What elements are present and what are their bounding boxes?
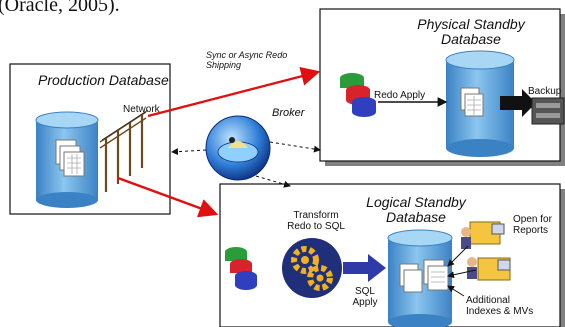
network-poles-icon bbox=[99, 109, 149, 192]
physical-standby-title: Physical Standby Database bbox=[417, 16, 525, 47]
logical-standby-title: Logical Standby Database bbox=[366, 194, 466, 225]
sql-apply-label: SQL Apply bbox=[352, 286, 378, 308]
production-database-title: Production Database bbox=[38, 72, 169, 88]
backup-arrow bbox=[500, 89, 536, 117]
broker-link-production bbox=[171, 148, 207, 156]
caption-text: (Oracle, 2005). bbox=[0, 0, 120, 16]
transform-gear-icon bbox=[282, 238, 342, 298]
additional-indexes-label: Additional Indexes & MVs bbox=[466, 295, 534, 317]
redo-log-disks-icon bbox=[225, 247, 257, 290]
sql-apply-arrow bbox=[343, 254, 386, 282]
redo-apply-label: Redo Apply bbox=[374, 90, 426, 101]
report-access-arrow bbox=[447, 245, 469, 267]
document-stack-icon bbox=[55, 139, 85, 177]
indexes-arrow bbox=[447, 285, 465, 297]
open-for-reports-label: Open for Reports bbox=[513, 214, 552, 236]
report-users-icon bbox=[461, 221, 511, 281]
broker-label: Broker bbox=[272, 107, 305, 119]
document-stack-icon bbox=[399, 259, 449, 293]
transform-label: Transform Redo to SQL bbox=[287, 210, 345, 232]
report-access-arrow bbox=[447, 269, 477, 279]
redo-log-disks-icon bbox=[340, 73, 376, 117]
network-label: Network bbox=[123, 104, 160, 115]
redo-shipping-arrow-logical bbox=[117, 176, 219, 218]
redo-shipping-arrow-physical bbox=[147, 66, 321, 118]
document-stack-icon bbox=[460, 87, 484, 117]
shipping-label: Sync or Async Redo Shipping bbox=[206, 50, 288, 70]
backup-label: Backup bbox=[528, 86, 562, 97]
production-database-cylinder bbox=[35, 111, 99, 208]
broker-link-physical bbox=[269, 141, 321, 153]
logical-standby-cylinder bbox=[387, 229, 453, 327]
tape-drive-icon bbox=[531, 97, 565, 125]
broker-sphere-icon bbox=[205, 115, 271, 181]
